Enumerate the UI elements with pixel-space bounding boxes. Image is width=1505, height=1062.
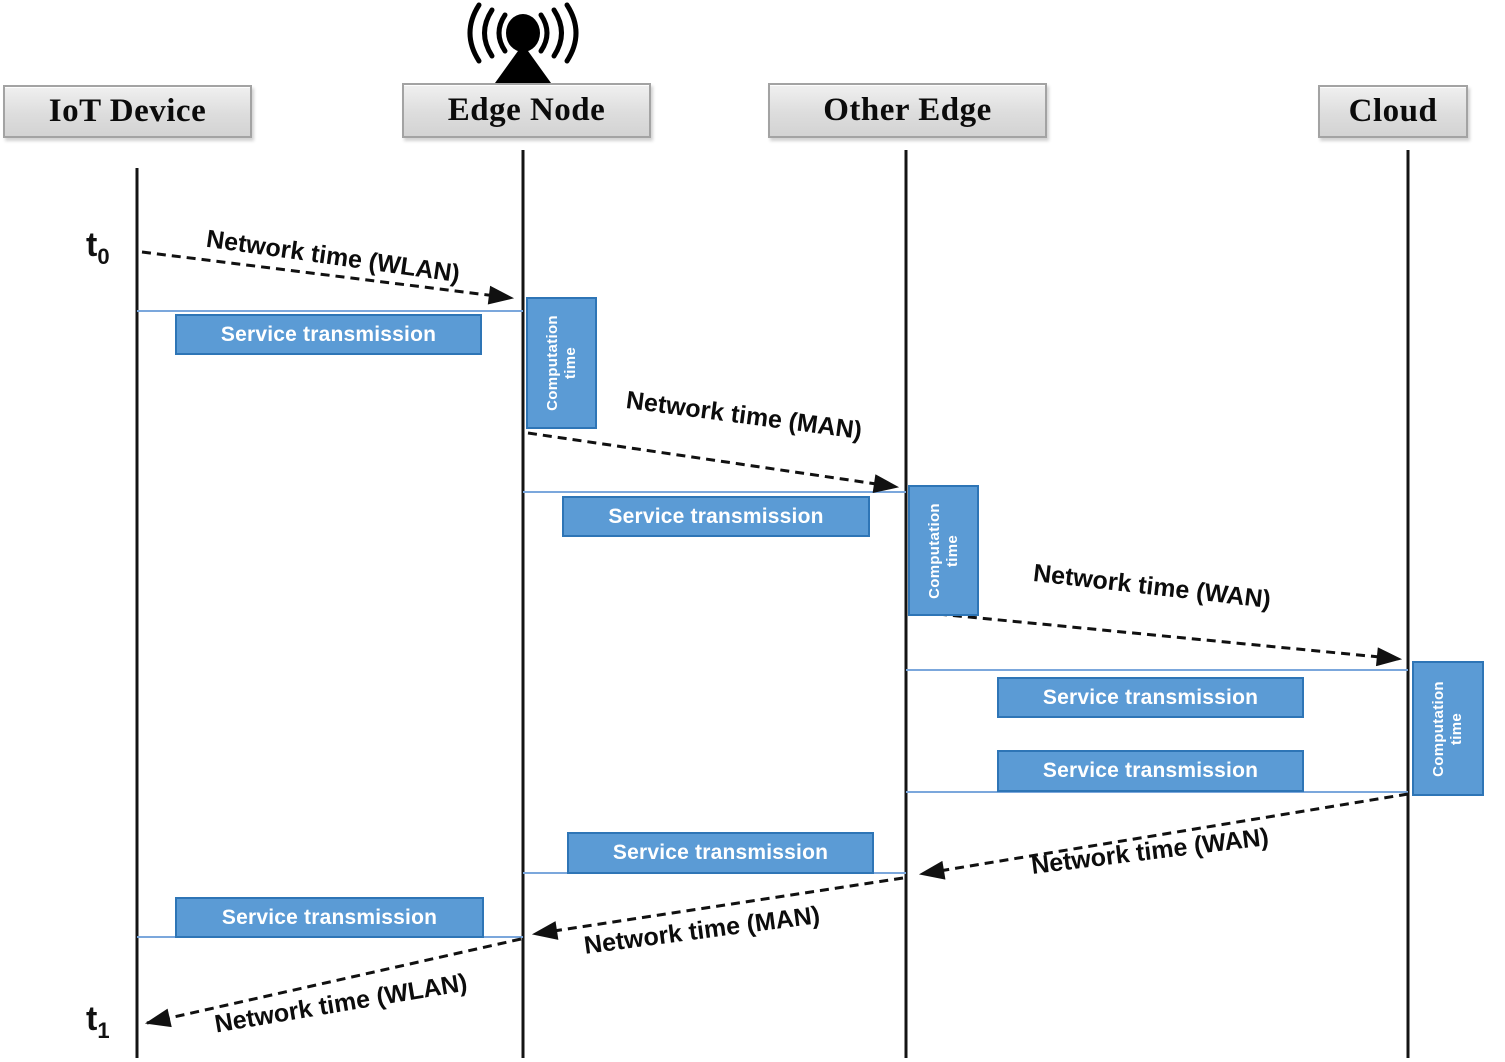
arrow-network-time-man-return — [531, 876, 904, 940]
t0-subscript: 0 — [97, 243, 110, 269]
computation-time-label: Computation time — [1430, 680, 1466, 777]
arrow-network-time-wlan-return — [144, 937, 522, 1028]
computation-time-box: Computation time — [1412, 661, 1484, 796]
service-transmission-box: Service transmission — [997, 677, 1304, 718]
computation-time-label: Computation time — [543, 315, 579, 411]
arrow-network-time-wan-forward — [937, 612, 1403, 667]
computation-time-box: Computation time — [526, 297, 597, 429]
service-transmission-box: Service transmission — [567, 832, 874, 874]
lifeline-header-iot-device: IoT Device — [3, 85, 252, 138]
lifeline-header-cloud: Cloud — [1318, 85, 1468, 138]
computation-time-label: Computation time — [925, 502, 961, 599]
service-transmission-box: Service transmission — [997, 750, 1304, 792]
t1-marker: t1 — [86, 1002, 110, 1042]
arrow-network-time-man-forward — [527, 431, 900, 494]
service-transmission-box: Service transmission — [175, 314, 482, 355]
t0-base: t — [86, 226, 98, 264]
arrow-network-time-wan-return — [918, 792, 1409, 880]
wireless-antenna-icon — [467, 2, 579, 83]
computation-time-box: Computation time — [908, 485, 979, 616]
t1-subscript: 1 — [97, 1017, 110, 1043]
lifeline-header-other-edge: Other Edge — [768, 83, 1047, 138]
service-transmission-box: Service transmission — [562, 496, 870, 537]
service-transmission-box: Service transmission — [175, 897, 484, 938]
lifeline-header-edge-node: Edge Node — [402, 83, 651, 138]
arrow-network-time-wlan-forward — [141, 250, 515, 305]
t1-base: t — [86, 1000, 98, 1038]
t0-marker: t0 — [86, 228, 110, 268]
